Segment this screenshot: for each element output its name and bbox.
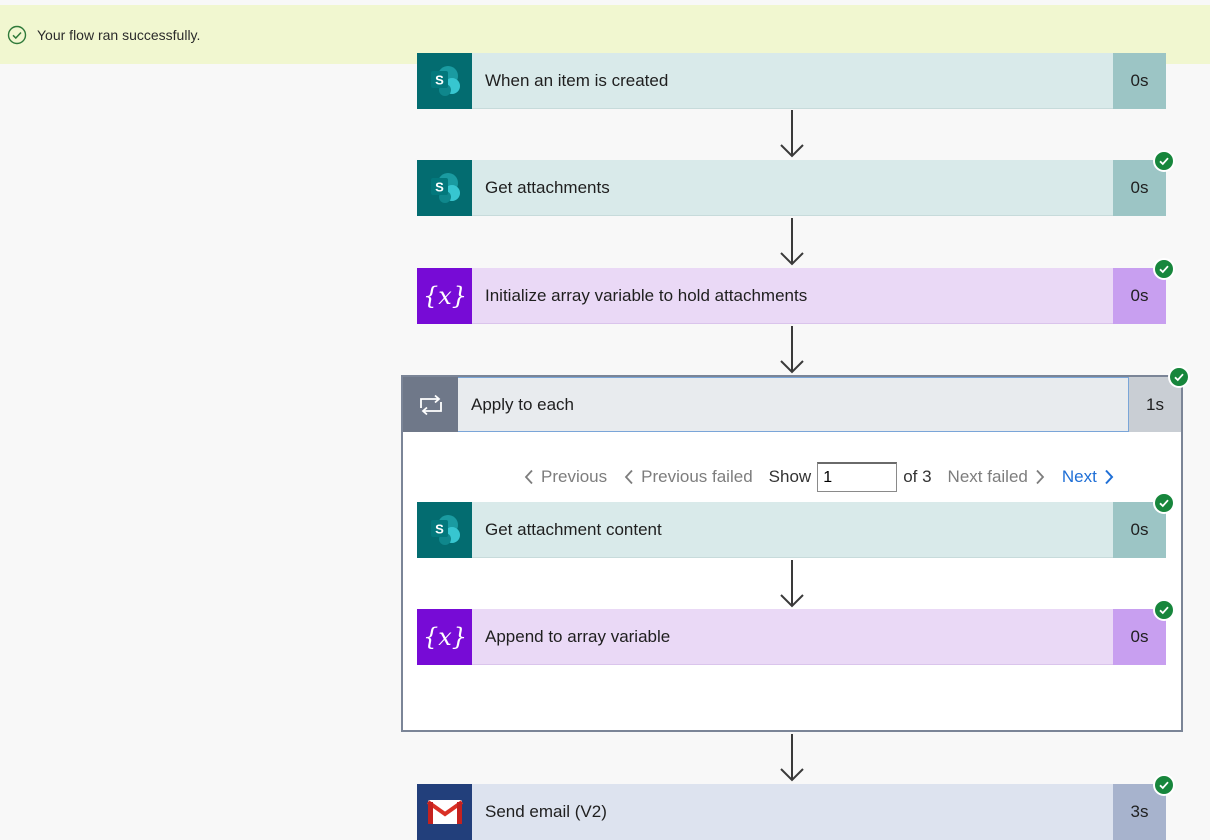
loop-icon (403, 377, 458, 432)
success-check-icon (1153, 492, 1175, 514)
svg-text:{x}: {x} (423, 623, 467, 651)
step-title: Initialize array variable to hold attach… (472, 268, 1113, 324)
step-append-to-array[interactable]: {x} Append to array variable 0s (417, 609, 1166, 665)
chevron-right-icon (1105, 469, 1114, 485)
step-send-email[interactable]: Send email (V2) 3s (417, 784, 1166, 840)
banner-message: Your flow ran successfully. (37, 26, 201, 43)
svg-text:{x}: {x} (423, 282, 467, 310)
step-duration: 0s (1113, 53, 1166, 109)
svg-text:S: S (435, 180, 444, 195)
previous-label: Previous (541, 467, 608, 486)
success-check-icon (1153, 150, 1175, 172)
iteration-input[interactable] (817, 462, 898, 492)
variable-icon: {x} (417, 268, 472, 324)
chevron-left-icon (624, 469, 633, 485)
next-failed-label: Next failed (947, 467, 1028, 486)
check-circle-icon (7, 25, 27, 44)
svg-text:S: S (435, 73, 444, 88)
previous-failed-button[interactable]: Previous failed (623, 467, 753, 487)
sharepoint-icon: S (417, 160, 472, 216)
success-check-icon (1153, 774, 1175, 796)
step-title: Append to array variable (472, 609, 1113, 665)
next-button[interactable]: Next (1062, 467, 1115, 487)
sharepoint-icon: S (417, 53, 472, 109)
variable-icon: {x} (417, 609, 472, 665)
step-title: Get attachment content (472, 502, 1113, 558)
iteration-pager: Previous Previous failed Show of 3 Next … (523, 459, 1131, 495)
step-title: Get attachments (472, 160, 1113, 216)
flow-arrow-icon (780, 326, 804, 374)
chevron-left-icon (524, 469, 533, 485)
step-title: When an item is created (472, 53, 1113, 109)
chevron-right-icon (1036, 469, 1045, 485)
success-check-icon (1153, 599, 1175, 621)
flow-arrow-icon (780, 218, 804, 266)
step-get-attachments[interactable]: S Get attachments 0s (417, 160, 1166, 216)
apply-to-each-header[interactable]: Apply to each 1s (403, 377, 1181, 432)
gmail-icon (417, 784, 472, 840)
next-label: Next (1061, 467, 1097, 486)
next-failed-button[interactable]: Next failed (948, 467, 1046, 487)
success-check-icon (1168, 366, 1190, 388)
success-check-icon (1153, 258, 1175, 280)
svg-text:S: S (435, 522, 444, 537)
flow-arrow-icon (780, 110, 804, 158)
step-get-attachment-content[interactable]: S Get attachment content 0s (417, 502, 1166, 558)
flow-arrow-icon (780, 734, 804, 782)
flow-arrow-icon (780, 560, 804, 608)
previous-failed-label: Previous failed (641, 467, 753, 486)
step-title: Send email (V2) (472, 784, 1113, 840)
show-label: Show (768, 467, 812, 486)
loop-title: Apply to each (458, 377, 1129, 432)
sharepoint-icon: S (417, 502, 472, 558)
step-when-item-created[interactable]: S When an item is created 0s (417, 53, 1166, 109)
previous-button[interactable]: Previous (523, 467, 607, 487)
iteration-total: of 3 (903, 467, 932, 486)
step-initialize-variable[interactable]: {x} Initialize array variable to hold at… (417, 268, 1166, 324)
